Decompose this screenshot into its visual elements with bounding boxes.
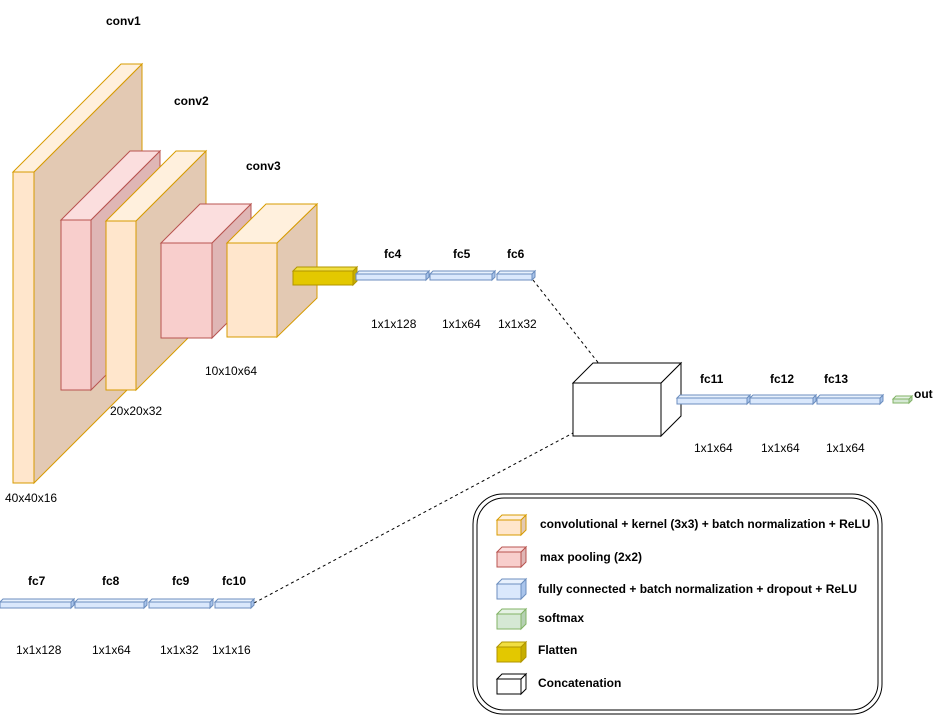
legend-swatch-concat-top — [495, 673, 528, 680]
fc13-front — [816, 397, 881, 405]
fc11-label: fc11 — [700, 372, 724, 386]
fc12-block — [748, 393, 818, 406]
legend-swatch-conv-top — [495, 514, 528, 521]
conv1-label: conv1 — [106, 14, 141, 28]
conv1-size-label: 40x40x16 — [5, 491, 57, 505]
flatten-block — [291, 265, 359, 287]
legend-item-pool: max pooling (2x2) — [495, 545, 642, 569]
fc12-size-label: 1x1x64 — [761, 441, 800, 455]
legend-label-conv: convolutional + kernel (3x3) + batch nor… — [540, 517, 870, 531]
fc5-front — [429, 273, 493, 281]
connector-fc6-to-concat — [532, 279, 601, 366]
fc11-size-label: 1x1x64 — [694, 441, 733, 455]
fc9-size-label: 1x1x32 — [160, 643, 199, 657]
legend-swatch-fc-top — [495, 578, 528, 585]
conv3-label: conv3 — [246, 159, 281, 173]
flatten-front — [292, 270, 354, 286]
pool1-front — [60, 219, 92, 391]
fc6-size-label: 1x1x32 — [498, 317, 537, 331]
fc9-block — [147, 597, 215, 610]
legend-swatch-softmax-top — [495, 608, 528, 615]
legend-label-pool: max pooling (2x2) — [540, 550, 642, 564]
pool2-front — [160, 242, 213, 339]
fc10-block — [213, 597, 256, 610]
fc13-size-label: 1x1x64 — [826, 441, 865, 455]
conv3-front — [226, 242, 278, 338]
fc6-front — [496, 273, 533, 281]
legend-swatch-fc — [496, 583, 522, 600]
fc7-block — [0, 597, 76, 610]
out-front — [892, 398, 910, 404]
legend-swatch-conv — [496, 519, 522, 536]
out-label: out — [914, 387, 933, 401]
fc8-block — [73, 597, 149, 610]
fc8-front — [74, 601, 145, 609]
fc4-block — [354, 269, 431, 282]
legend-label-flatten: Flatten — [538, 643, 577, 657]
fc7-front — [0, 601, 72, 609]
fc11-block — [675, 393, 752, 406]
legend-item-flatten: Flatten — [495, 640, 577, 664]
fc10-size-label: 1x1x16 — [212, 643, 251, 657]
fc10-label: fc10 — [222, 574, 246, 588]
legend: convolutional + kernel (3x3) + batch nor… — [472, 493, 883, 715]
legend-swatch-flatten-top — [495, 641, 528, 648]
fc11-front — [676, 397, 748, 405]
legend-label-concat: Concatenation — [538, 676, 621, 690]
legend-swatch-pool-top — [495, 546, 528, 553]
fc6-block — [495, 269, 537, 282]
fc12-front — [749, 397, 814, 405]
fc7-label: fc7 — [28, 574, 46, 588]
legend-swatch-softmax — [496, 613, 522, 630]
fc5-block — [428, 269, 497, 282]
conv2-front — [105, 220, 137, 391]
legend-swatch-flatten — [496, 646, 522, 663]
legend-item-softmax: softmax — [495, 607, 584, 631]
concat-block — [571, 361, 683, 438]
concat-front — [572, 382, 662, 437]
fc5-label: fc5 — [453, 247, 471, 261]
fc13-label: fc13 — [824, 372, 848, 386]
fc4-front — [355, 273, 427, 281]
fc8-label: fc8 — [102, 574, 120, 588]
fc10-front — [214, 601, 252, 609]
conv1-front — [12, 171, 35, 484]
fc6-label: fc6 — [507, 247, 525, 261]
legend-item-fc: fully connected + batch normalization + … — [495, 577, 857, 601]
connector-fc10-to-concat — [253, 432, 574, 604]
fc7-size-label: 1x1x128 — [16, 643, 62, 657]
fc9-front — [148, 601, 211, 609]
legend-item-concat: Concatenation — [495, 672, 621, 696]
legend-swatch-concat — [496, 678, 522, 695]
legend-swatch-pool — [496, 551, 522, 568]
legend-label-softmax: softmax — [538, 611, 584, 625]
conv2-size-label: 20x20x32 — [110, 404, 162, 418]
fc12-label: fc12 — [770, 372, 794, 386]
fc4-size-label: 1x1x128 — [371, 317, 417, 331]
fc13-block — [815, 393, 885, 406]
fc4-label: fc4 — [384, 247, 402, 261]
legend-border-inner — [476, 497, 879, 711]
flatten-top — [291, 266, 359, 272]
conv2-label: conv2 — [174, 94, 209, 108]
conv3-size-label: 10x10x64 — [205, 364, 257, 378]
conv3-block — [225, 202, 319, 339]
out-block — [891, 394, 914, 405]
legend-border-outer — [472, 493, 883, 715]
legend-label-fc: fully connected + batch normalization + … — [538, 582, 857, 596]
fc8-size-label: 1x1x64 — [92, 643, 131, 657]
fc5-size-label: 1x1x64 — [442, 317, 481, 331]
fc9-label: fc9 — [172, 574, 190, 588]
legend-item-conv: convolutional + kernel (3x3) + batch nor… — [495, 513, 870, 537]
